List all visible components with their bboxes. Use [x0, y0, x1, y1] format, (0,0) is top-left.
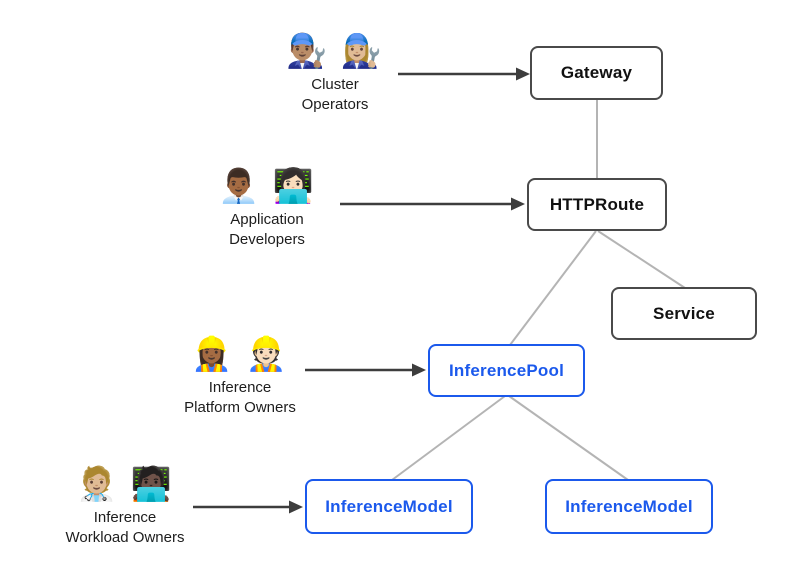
- actor-label-line: Application: [230, 211, 304, 228]
- edge-httproute-service: [597, 230, 686, 289]
- construction-worker-emoji-icon: 👷🏾‍♀️ 👷🏻: [191, 335, 289, 372]
- actor-arrows: [193, 67, 530, 514]
- arrowhead-inference-platform-owners: [412, 363, 426, 377]
- arrowhead-cluster-operators: [516, 67, 530, 81]
- actor-inference-workload-owners-label: Inference Workload Owners: [40, 508, 210, 548]
- node-gateway: Gateway: [530, 46, 663, 100]
- actor-cluster-operators: 👨🏽‍🔧 👩🏼‍🔧 Cluster Operators: [250, 29, 420, 115]
- node-inferencepool-label: InferencePool: [448, 360, 565, 380]
- actor-inference-platform-owners-label: Inference Platform Owners: [155, 378, 325, 418]
- node-inferencemodel-left: InferenceModel: [305, 479, 473, 534]
- actor-label-line: Cluster: [311, 76, 359, 93]
- actor-label-line: Operators: [301, 96, 369, 113]
- node-httproute: HTTPRoute: [527, 178, 667, 231]
- node-inferencemodel-left-label: InferenceModel: [325, 496, 453, 516]
- node-httproute-label: HTTPRoute: [549, 194, 645, 214]
- arrowhead-application-developers: [511, 197, 525, 211]
- node-service-label: Service: [653, 303, 715, 323]
- actor-label-line: Developers: [229, 231, 305, 248]
- actor-application-developers: 👨🏾‍💼 👩🏻‍💻 Application Developers: [182, 164, 352, 250]
- developer-emoji-icon: 👨🏾‍💼 👩🏻‍💻: [218, 167, 316, 204]
- node-gateway-label: Gateway: [560, 63, 633, 82]
- node-inferencemodel-right: InferenceModel: [545, 479, 713, 534]
- arrowhead-inference-workload-owners: [289, 500, 303, 514]
- edge-inferencepool-inferencemodel-left: [391, 395, 506, 481]
- actor-application-developers-label: Application Developers: [182, 210, 352, 250]
- edge-httproute-inferencepool: [509, 230, 597, 346]
- actor-cluster-operators-label: Cluster Operators: [250, 75, 420, 115]
- node-inferencemodel-right-label: InferenceModel: [565, 496, 693, 516]
- actor-inference-platform-owners: 👷🏾‍♀️ 👷🏻 Inference Platform Owners: [155, 332, 325, 418]
- actor-label-line: Workload Owners: [65, 529, 185, 546]
- actor-inference-workload-owners: 🧑🏼‍⚕️ 🧑🏿‍💻 Inference Workload Owners: [40, 462, 210, 548]
- workload-owner-emoji-icon: 🧑🏼‍⚕️ 🧑🏿‍💻: [76, 465, 174, 502]
- node-inferencepool: InferencePool: [428, 344, 585, 397]
- actor-label-line: Platform Owners: [184, 399, 296, 416]
- node-service: Service: [611, 287, 757, 340]
- edge-inferencepool-inferencemodel-right: [508, 395, 629, 481]
- mechanic-emoji-icon: 👨🏽‍🔧 👩🏼‍🔧: [286, 32, 384, 69]
- actor-label-line: Inference: [208, 379, 272, 396]
- actor-label-line: Inference: [93, 509, 157, 526]
- connector-lines: [391, 100, 686, 481]
